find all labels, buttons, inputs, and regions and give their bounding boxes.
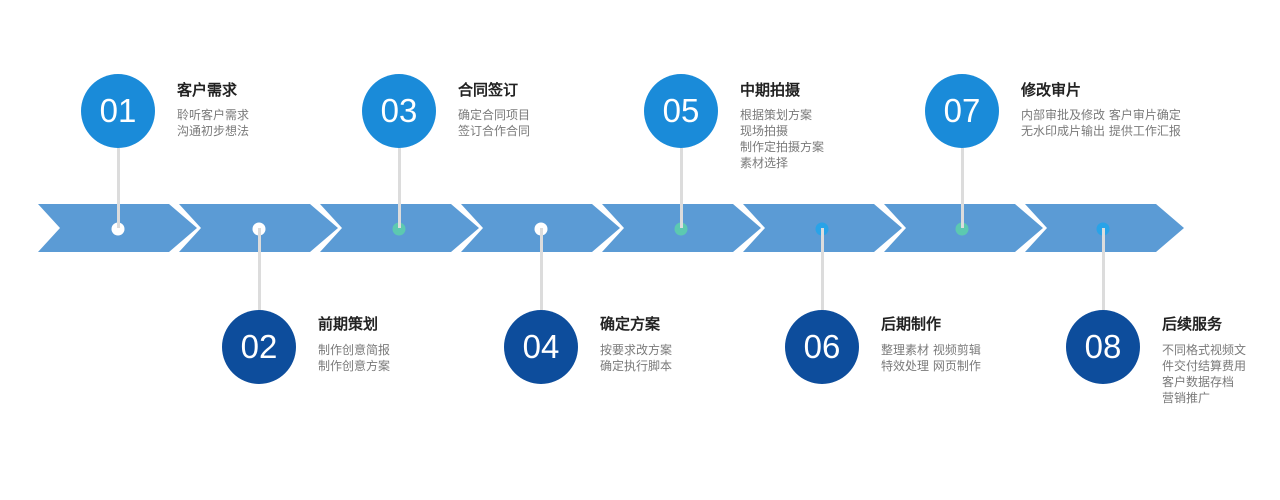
step-description: 聆听客户需求沟通初步想法 bbox=[177, 107, 249, 139]
step-number-badge: 05 bbox=[644, 74, 718, 148]
timeline-dot bbox=[674, 222, 688, 236]
step-description-line: 现场拍摄 bbox=[740, 124, 789, 138]
step-title: 后续服务 bbox=[1162, 315, 1223, 333]
step-description: 按要求改方案确定执行脚本 bbox=[600, 342, 672, 374]
step-description-line: 整理素材 视频剪辑 bbox=[881, 343, 981, 357]
step-title: 客户需求 bbox=[177, 81, 238, 99]
connector-line bbox=[116, 148, 120, 228]
step-description: 确定合同项目签订合作合同 bbox=[458, 107, 530, 139]
step-title: 后期制作 bbox=[881, 315, 942, 333]
step-description-line: 按要求改方案 bbox=[600, 343, 673, 357]
connector-line bbox=[679, 148, 683, 228]
step-description: 内部审批及修改 客户审片确定无水印成片输出 提供工作汇报 bbox=[1021, 107, 1181, 139]
step-description-line: 营销推广 bbox=[1162, 391, 1211, 405]
connector-line bbox=[397, 148, 401, 228]
step-title: 中期拍摄 bbox=[740, 81, 801, 99]
timeline-dot bbox=[955, 222, 969, 236]
step-description-line: 素材选择 bbox=[740, 156, 789, 170]
step-number-badge: 04 bbox=[504, 310, 578, 384]
step-description-line: 制作创意简报 bbox=[318, 343, 391, 357]
step-number-badge: 07 bbox=[925, 74, 999, 148]
step-number-badge: 08 bbox=[1066, 310, 1140, 384]
step-description-line: 不同格式视频文 bbox=[1162, 343, 1247, 357]
timeline-dot bbox=[392, 222, 406, 236]
step-title: 前期策划 bbox=[318, 315, 379, 333]
step-description-line: 制作定拍摄方案 bbox=[740, 140, 825, 154]
step-number-badge: 03 bbox=[362, 74, 436, 148]
step-description-line: 制作创意方案 bbox=[318, 359, 391, 373]
step-description-line: 确定执行脚本 bbox=[600, 359, 673, 373]
step-title: 合同签订 bbox=[458, 81, 519, 99]
connector-line bbox=[539, 228, 543, 310]
timeline-dot bbox=[111, 222, 125, 236]
step-number-badge: 06 bbox=[785, 310, 859, 384]
step-description-line: 件交付结算费用 bbox=[1162, 359, 1247, 373]
connector-line bbox=[820, 228, 824, 310]
step-description: 制作创意简报制作创意方案 bbox=[318, 342, 390, 374]
step-number-badge: 02 bbox=[222, 310, 296, 384]
step-description-line: 内部审批及修改 客户审片确定 bbox=[1021, 108, 1181, 122]
step-description-line: 特效处理 网页制作 bbox=[881, 359, 981, 373]
step-number-badge: 01 bbox=[81, 74, 155, 148]
step-title: 修改审片 bbox=[1021, 81, 1082, 99]
connector-line bbox=[960, 148, 964, 228]
step-title: 确定方案 bbox=[600, 315, 661, 333]
step-description: 根据策划方案现场拍摄制作定拍摄方案素材选择 bbox=[740, 107, 824, 171]
step-description-line: 客户数据存档 bbox=[1162, 375, 1235, 389]
step-description-line: 根据策划方案 bbox=[740, 108, 813, 122]
step-description-line: 签订合作合同 bbox=[458, 124, 531, 138]
connector-line bbox=[1101, 228, 1105, 310]
connector-line bbox=[257, 228, 261, 310]
step-description-line: 沟通初步想法 bbox=[177, 124, 250, 138]
step-description: 不同格式视频文件交付结算费用客户数据存档营销推广 bbox=[1162, 342, 1246, 406]
step-description-line: 聆听客户需求 bbox=[177, 108, 250, 122]
step-description-line: 无水印成片输出 提供工作汇报 bbox=[1021, 124, 1181, 138]
step-description-line: 确定合同项目 bbox=[458, 108, 531, 122]
step-description: 整理素材 视频剪辑特效处理 网页制作 bbox=[881, 342, 981, 374]
